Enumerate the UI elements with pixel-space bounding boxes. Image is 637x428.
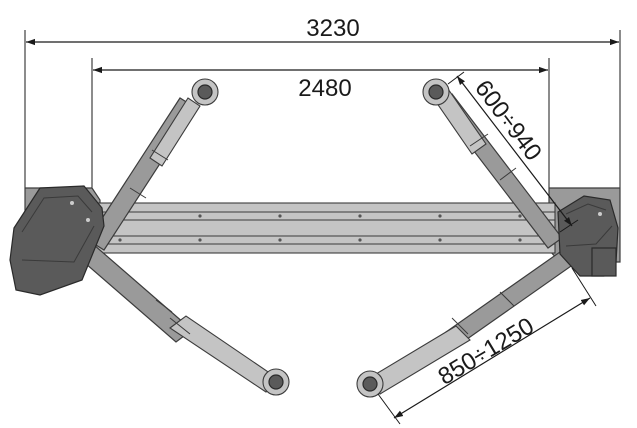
inner-width-label: 2480 bbox=[298, 75, 351, 102]
lower-arm-range-dimension: 850÷1250 bbox=[377, 267, 597, 425]
left-carriage-housing bbox=[9, 185, 105, 296]
left-carriage-bolt-1 bbox=[70, 201, 74, 205]
lower-range-start-extension bbox=[571, 267, 597, 307]
left-carriage-edge bbox=[21, 195, 93, 233]
right-motor-unit bbox=[591, 247, 617, 277]
left-carriage-seam bbox=[21, 225, 95, 263]
left-lower-arm-joint bbox=[155, 299, 173, 313]
right-carriage-seam bbox=[565, 225, 613, 247]
left-lower-arm bbox=[69, 237, 290, 396]
right-lower-pad-center bbox=[362, 376, 378, 392]
left-lower-pad-center bbox=[268, 374, 284, 390]
overall-width-label: 3230 bbox=[306, 15, 359, 42]
left-carriage-bolt-2 bbox=[86, 218, 90, 222]
left-upper-arm-inner bbox=[149, 97, 201, 167]
lower-range-end-extension bbox=[377, 393, 401, 425]
upper-range-dimension-line bbox=[456, 75, 573, 227]
cross-beam bbox=[94, 202, 556, 254]
left-column bbox=[9, 185, 105, 296]
left-upper-arm-collar bbox=[151, 149, 169, 161]
left-upper-pad-center bbox=[197, 84, 213, 100]
right-carriage-bolt bbox=[598, 212, 602, 216]
left-lower-arm-collar bbox=[169, 317, 191, 335]
upper-range-start-extension bbox=[447, 71, 465, 85]
left-upper-arm bbox=[87, 78, 219, 251]
lower-range-dimension-line bbox=[393, 297, 591, 419]
right-upper-pad-center bbox=[428, 84, 444, 100]
overall-width-dimension: 3230 bbox=[24, 15, 621, 190]
right-carriage-edge bbox=[565, 203, 607, 215]
left-upper-arm-joint bbox=[129, 187, 147, 199]
right-column bbox=[557, 195, 619, 277]
upper-range-end-extension bbox=[559, 219, 579, 233]
